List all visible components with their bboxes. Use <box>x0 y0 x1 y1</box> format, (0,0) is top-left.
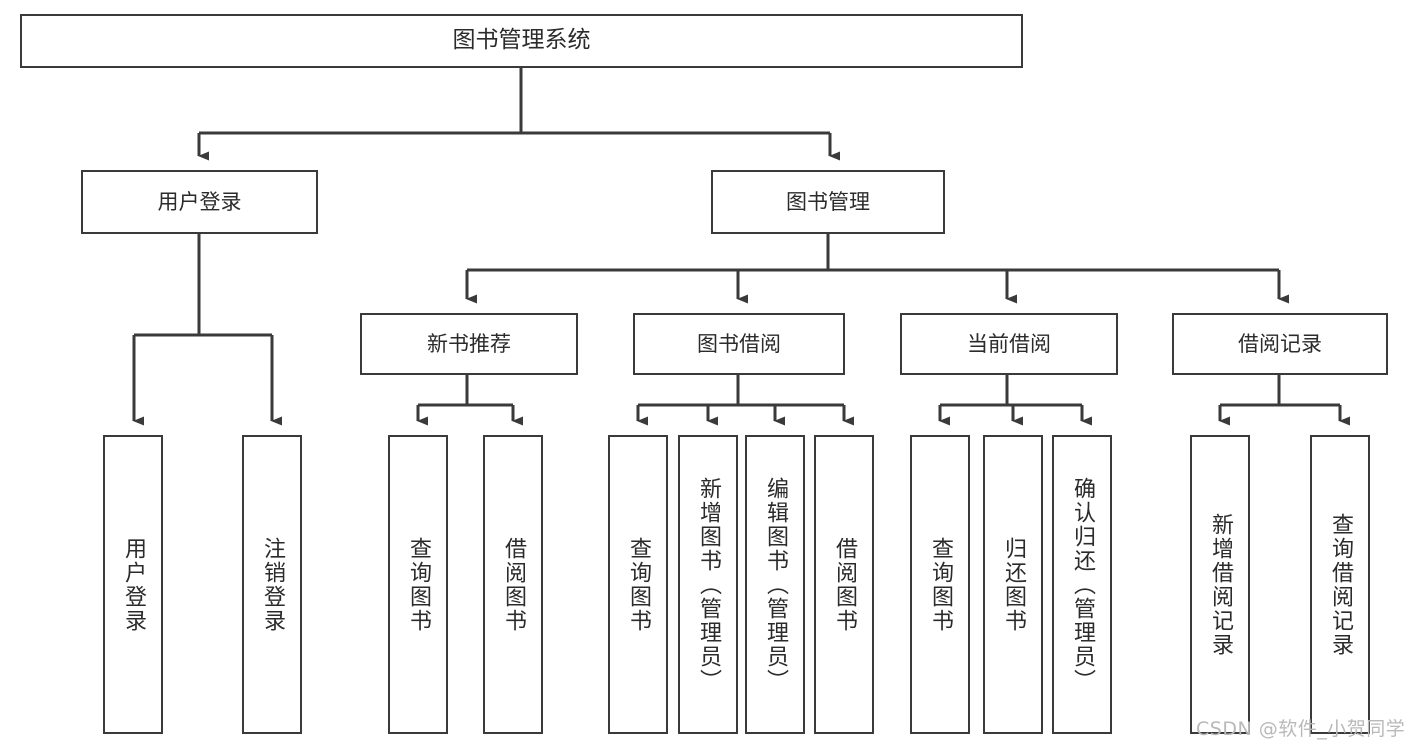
node-book-borrow[interactable]: 图书借阅 <box>633 313 845 375</box>
node-root-label: 图书管理系统 <box>452 27 591 54</box>
csdn-watermark: CSDN @软件_小贺同学 <box>1196 718 1405 740</box>
node-leaf-user-logout[interactable]: 注销登录 <box>242 435 302 734</box>
node-leaf-return-book[interactable]: 归还图书 <box>983 435 1043 734</box>
node-current-borrow-label: 当前借阅 <box>967 331 1051 356</box>
node-new-book-recommend[interactable]: 新书推荐 <box>360 313 578 375</box>
node-leaf-user-logout-label: 注销登录 <box>259 536 285 633</box>
node-book-manage-label: 图书管理 <box>786 189 870 214</box>
node-leaf-query-book-3-label: 查询图书 <box>927 536 953 633</box>
node-leaf-borrow-book-2-label: 借阅图书 <box>831 536 857 633</box>
node-leaf-add-borrow-record[interactable]: 新增借阅记录 <box>1190 435 1250 734</box>
node-leaf-edit-book-admin[interactable]: 编辑图书（管理员） <box>745 435 805 734</box>
node-leaf-borrow-book-1-label: 借阅图书 <box>500 536 526 633</box>
node-new-book-recommend-label: 新书推荐 <box>427 331 511 356</box>
node-user-login-label: 用户登录 <box>157 189 242 214</box>
node-book-manage[interactable]: 图书管理 <box>711 170 945 234</box>
node-leaf-query-book-3[interactable]: 查询图书 <box>910 435 970 734</box>
node-leaf-add-book-admin[interactable]: 新增图书（管理员） <box>678 435 738 734</box>
node-leaf-borrow-book-1[interactable]: 借阅图书 <box>483 435 543 734</box>
node-borrow-record[interactable]: 借阅记录 <box>1172 313 1388 375</box>
node-leaf-edit-book-admin-label: 编辑图书（管理员） <box>762 476 788 693</box>
node-leaf-query-borrow-record[interactable]: 查询借阅记录 <box>1310 435 1370 734</box>
node-leaf-confirm-return-admin[interactable]: 确认归还（管理员） <box>1052 435 1112 734</box>
node-root[interactable]: 图书管理系统 <box>20 14 1023 68</box>
node-user-login[interactable]: 用户登录 <box>81 170 318 234</box>
node-book-borrow-label: 图书借阅 <box>697 331 781 356</box>
node-leaf-query-borrow-record-label: 查询借阅记录 <box>1327 512 1353 657</box>
node-leaf-borrow-book-2[interactable]: 借阅图书 <box>814 435 874 734</box>
node-borrow-record-label: 借阅记录 <box>1238 331 1322 356</box>
node-leaf-confirm-return-admin-label: 确认归还（管理员） <box>1069 476 1095 693</box>
node-leaf-query-book-2-label: 查询图书 <box>625 536 651 633</box>
node-leaf-query-book-2[interactable]: 查询图书 <box>608 435 668 734</box>
node-leaf-return-book-label: 归还图书 <box>1000 536 1026 633</box>
node-leaf-add-borrow-record-label: 新增借阅记录 <box>1207 512 1233 657</box>
node-current-borrow[interactable]: 当前借阅 <box>900 313 1118 375</box>
node-leaf-user-login-label: 用户登录 <box>120 536 146 633</box>
node-leaf-query-book-1[interactable]: 查询图书 <box>388 435 448 734</box>
node-leaf-user-login[interactable]: 用户登录 <box>103 435 163 734</box>
node-leaf-query-book-1-label: 查询图书 <box>405 536 431 633</box>
node-leaf-add-book-admin-label: 新增图书（管理员） <box>695 476 721 693</box>
